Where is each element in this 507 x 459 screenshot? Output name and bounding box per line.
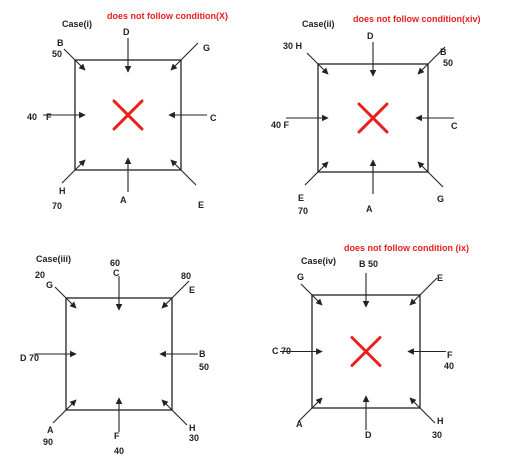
case-2-label-a: A [366,204,373,214]
case-2-label-h: 30 H [283,41,303,51]
case-3-arrow-br [161,399,188,426]
case-1-note: does not follow condition(X) [107,11,228,21]
case-2-note: does not follow condition(xiv) [353,14,481,24]
case-4-note: does not follow condition (ix) [344,243,469,253]
case-4-label-g: G [297,272,305,282]
case-2-value-e: 70 [298,206,309,216]
case-3-value-c: 60 [110,258,121,268]
case-3-label-g: G [46,280,54,290]
case-2-label-b: B [440,47,447,57]
case-4-arrow-br [409,397,436,424]
case-4-arrow-tr [409,277,438,306]
case-1-label-a: A [120,195,127,205]
case-3-value-g: 20 [35,270,46,280]
case-2-label-d: D [367,31,374,41]
case-1-label-d: D [123,27,130,37]
case-4-value-f: 40 [444,361,455,371]
case-1-arrow-tr [170,42,199,71]
case-2-title: Case(ii) [302,19,335,29]
case-1-arrow-br [170,159,197,186]
case-4-label-b: B 50 [359,259,379,269]
case-3-value-f: 40 [114,446,125,456]
case-3-value-h: 30 [189,433,200,443]
case-2-arrow-tr [417,46,446,75]
case-2-arrow-br [417,161,444,188]
case-2-label-c: C [451,121,458,131]
case-2-arrow-bl [304,161,329,186]
case-4-label-c: C 70 [272,346,292,356]
case-3-label-a: A [47,425,54,435]
case-4-label-h: H [437,416,444,426]
case-2-label-g: G [437,194,445,204]
case-2-arrow-tl [306,52,329,75]
case-3-label-d: D 70 [20,353,40,363]
case-3-arrow-tl [54,286,77,309]
case-1-label-b: B [57,38,64,48]
case-3-value-b: 50 [199,362,210,372]
case-4-label-a: A [296,419,303,429]
case-4-arrow-tl [300,283,323,306]
case-1-label-e: E [198,200,205,210]
case-3-value-a: 90 [43,437,54,447]
case-1-value-f: 40 [27,112,38,122]
case-2-cross-mark-b [357,102,389,134]
case-4-value-h: 30 [432,430,443,440]
case-3-label-f: F [114,431,120,441]
case-1-value-b: 50 [52,49,63,59]
case-1-label-g: G [203,43,211,53]
case-3-value-e: 80 [181,271,192,281]
case-1-label-f: F [46,112,52,122]
case-4-label-e: E [437,273,444,283]
case-1-arrow-tl [63,48,86,71]
case-2-label-f: 40 F [271,120,290,130]
case-3-label-e: E [189,285,196,295]
case-1-value-h: 70 [52,201,63,211]
case-2-label-e: E [298,193,305,203]
case-3-label-h: H [189,423,196,433]
case-3-arrow-tr [161,280,190,309]
case-2-value-b: 50 [443,58,454,68]
case-4-cross-mark-b [350,336,382,367]
case-1-cross-mark-b [112,99,144,131]
case-1-label-h: H [59,186,66,196]
case-3-box [65,297,173,411]
case-4-title: Case(iv) [301,256,337,266]
case-3-label-b: B [199,349,206,359]
case-3-arrow-bl [52,399,77,424]
case-3-title: Case(iii) [36,254,72,264]
case-4-label-f: F [447,350,453,360]
case-1-title: Case(i) [62,19,93,29]
case-3-label-c: C [113,268,120,278]
case-4-label-d: D [365,430,372,440]
case-4-arrow-bl [298,397,323,422]
case-1-label-c: C [210,113,217,123]
case-1-arrow-bl [61,159,86,184]
